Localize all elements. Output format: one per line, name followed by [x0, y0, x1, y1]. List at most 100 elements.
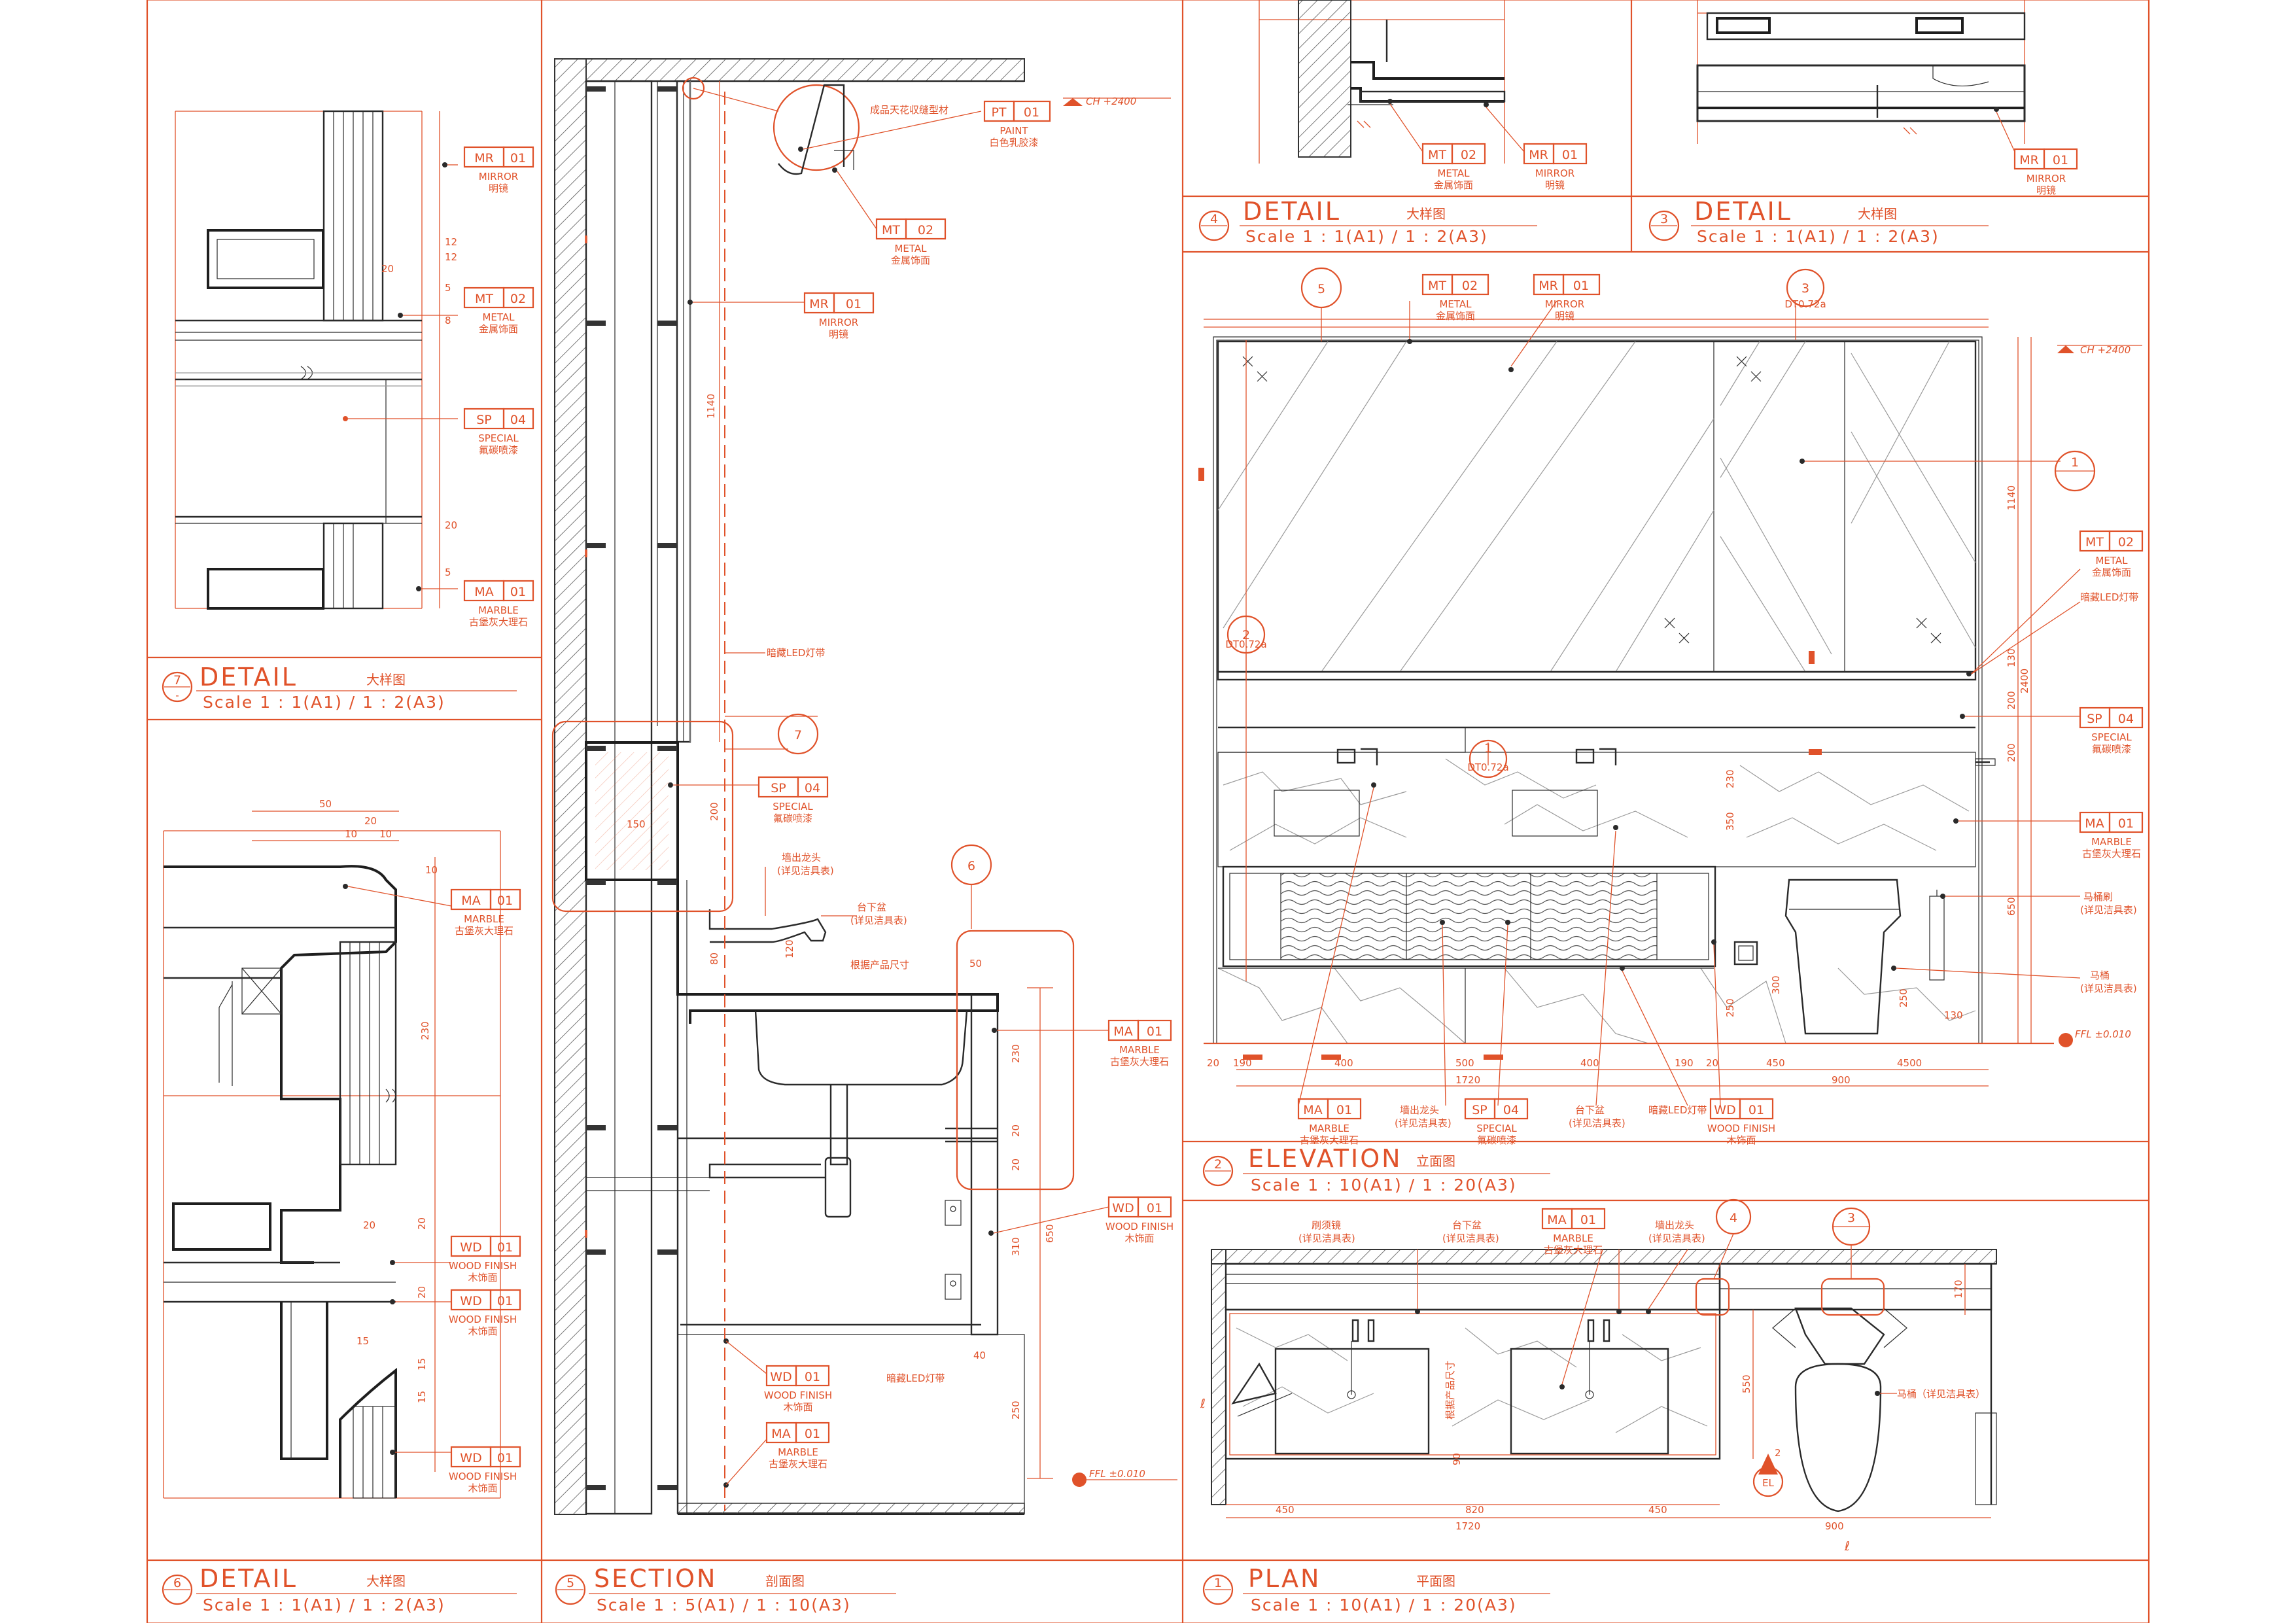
svg-text:暗藏LED灯带: 暗藏LED灯带 [886, 1372, 945, 1384]
svg-text:MA: MA [1547, 1213, 1566, 1227]
svg-text:DETAIL: DETAIL [1694, 197, 1792, 226]
svg-text:暗藏LED灯带: 暗藏LED灯带 [2080, 591, 2138, 603]
svg-text:WOOD FINISH: WOOD FINISH [449, 1314, 517, 1325]
svg-text:金属饰面: 金属饰面 [891, 254, 930, 266]
svg-text:Scale 1 : 5(A1) / 1 : 10(A3): Scale 1 : 5(A1) / 1 : 10(A3) [597, 1596, 851, 1614]
svg-text:MA: MA [2085, 816, 2104, 831]
svg-text:平面图: 平面图 [1416, 1573, 1455, 1589]
svg-text:01: 01 [805, 1370, 820, 1384]
svg-text:古堡灰大理石: 古堡灰大理石 [769, 1458, 827, 1470]
svg-text:350: 350 [1724, 812, 1736, 831]
svg-text:01: 01 [1024, 105, 1039, 120]
svg-text:MT: MT [2085, 535, 2104, 550]
svg-text:(详见洁具表): (详见洁具表) [2080, 983, 2137, 994]
svg-text:01: 01 [2118, 816, 2134, 831]
svg-text:METAL: METAL [1437, 167, 1470, 179]
svg-text:01: 01 [1573, 279, 1589, 293]
svg-text:MARBLE: MARBLE [478, 604, 519, 616]
svg-text:04: 04 [2118, 712, 2134, 726]
svg-text:01: 01 [510, 585, 526, 599]
svg-text:刷须镜: 刷须镜 [1312, 1219, 1341, 1231]
svg-text:20: 20 [363, 1219, 375, 1231]
svg-text:4: 4 [1210, 212, 1218, 226]
svg-text:01: 01 [1147, 1201, 1162, 1215]
svg-text:ELEVATION: ELEVATION [1248, 1144, 1402, 1173]
svg-text:10: 10 [345, 828, 357, 840]
svg-text:台下盆: 台下盆 [857, 901, 886, 913]
svg-text:5: 5 [445, 567, 451, 578]
svg-text:MARBLE: MARBLE [1553, 1232, 1593, 1244]
svg-text:SP: SP [476, 413, 492, 427]
svg-text:10: 10 [425, 864, 438, 876]
title-block-2: 2 ELEVATION 立面图 Scale 1 : 10(A1) / 1 : 2… [1202, 1144, 1550, 1195]
svg-text:氟碳喷漆: 氟碳喷漆 [479, 444, 518, 456]
title-block-4: 4 DETAIL 大样图 Scale 1 : 1(A1) / 1 : 2(A3) [1198, 197, 1537, 246]
svg-text:80: 80 [708, 952, 720, 965]
svg-text:WD: WD [1112, 1201, 1134, 1215]
svg-text:DETAIL: DETAIL [1243, 197, 1341, 226]
svg-text:SPECIAL: SPECIAL [2091, 731, 2132, 743]
svg-text:大样图: 大样图 [1406, 206, 1446, 222]
svg-text:剖面图: 剖面图 [765, 1573, 805, 1589]
svg-text:3: 3 [1801, 281, 1809, 296]
svg-text:WOOD FINISH: WOOD FINISH [449, 1471, 517, 1482]
svg-text:立面图: 立面图 [1416, 1153, 1455, 1169]
svg-text:2: 2 [1242, 628, 1250, 642]
svg-text:根据产品尺寸: 根据产品尺寸 [1444, 1361, 1456, 1420]
svg-text:01: 01 [2053, 153, 2068, 167]
svg-text:SPECIAL: SPECIAL [773, 801, 813, 812]
svg-text:MARBLE: MARBLE [1309, 1123, 1349, 1134]
svg-text:METAL: METAL [1439, 298, 1472, 310]
title-block-5: 5 SECTION 剖面图 Scale 1 : 5(A1) / 1 : 10(A… [555, 1564, 896, 1614]
svg-text:古堡灰大理石: 古堡灰大理石 [2082, 848, 2141, 860]
plan-1-drawing: 450 820 450 1720 900 170 550 90 根据产品尺寸 E… [1200, 1249, 1997, 1554]
svg-text:木饰面: 木饰面 [468, 1272, 497, 1283]
svg-text:EL: EL [1762, 1477, 1774, 1489]
svg-text:310: 310 [1010, 1237, 1022, 1256]
svg-text:MR: MR [2019, 153, 2039, 167]
svg-text:MIRROR: MIRROR [479, 171, 518, 183]
svg-text:20: 20 [381, 263, 394, 275]
svg-text:450: 450 [1276, 1504, 1295, 1516]
section-5-drawing: 1140 150 200 80 120 50 230 20 20 310 650… [551, 58, 1109, 1515]
svg-text:成品天花収缝型材: 成品天花収缝型材 [870, 104, 948, 116]
svg-text:7: 7 [173, 673, 181, 688]
svg-text:WOOD FINISH: WOOD FINISH [1707, 1123, 1775, 1134]
svg-text:01: 01 [846, 297, 861, 311]
svg-text:-: - [175, 689, 179, 701]
svg-text:01: 01 [1580, 1213, 1596, 1227]
svg-text:150: 150 [627, 818, 646, 830]
svg-text:氟碳喷漆: 氟碳喷漆 [1477, 1134, 1516, 1146]
svg-text:ℓ: ℓ [1200, 1397, 1206, 1411]
svg-text:古堡灰大理石: 古堡灰大理石 [455, 925, 513, 937]
svg-text:MR: MR [1529, 148, 1548, 162]
svg-text:20: 20 [1207, 1057, 1219, 1069]
svg-text:台下盆: 台下盆 [1452, 1219, 1482, 1231]
svg-text:6: 6 [967, 859, 975, 873]
svg-text:MT: MT [1428, 279, 1446, 293]
svg-text:PT: PT [991, 105, 1006, 120]
svg-text:2: 2 [1775, 1447, 1781, 1459]
svg-text:木饰面: 木饰面 [1726, 1134, 1756, 1146]
svg-text:5: 5 [445, 282, 451, 294]
svg-text:01: 01 [1147, 1024, 1162, 1039]
svg-text:(详见洁具表): (详见洁具表) [850, 915, 907, 926]
svg-text:3: 3 [1847, 1211, 1855, 1225]
svg-text:(详见洁具表): (详见洁具表) [1442, 1232, 1499, 1244]
svg-text:400: 400 [1334, 1057, 1353, 1069]
svg-text:古堡灰大理石: 古堡灰大理石 [1300, 1134, 1359, 1146]
detail-6-drawing: 50 20 10 10 10 230 20 20 20 15 15 15 [163, 798, 501, 1499]
detail-7-drawing: 12 12 20 5 8 20 5 [175, 110, 458, 610]
svg-text:1: 1 [2071, 455, 2079, 470]
svg-text:01: 01 [805, 1427, 820, 1441]
svg-text:15: 15 [416, 1358, 428, 1370]
svg-text:DT0.72a: DT0.72a [1467, 761, 1508, 773]
svg-text:明镜: 明镜 [489, 183, 508, 194]
title-block-1: 1 PLAN 平面图 Scale 1 : 10(A1) / 1 : 20(A3) [1202, 1564, 1550, 1614]
svg-text:METAL: METAL [482, 311, 515, 323]
svg-text:墙出龙头: 墙出龙头 [1400, 1104, 1439, 1116]
svg-text:230: 230 [419, 1021, 431, 1040]
